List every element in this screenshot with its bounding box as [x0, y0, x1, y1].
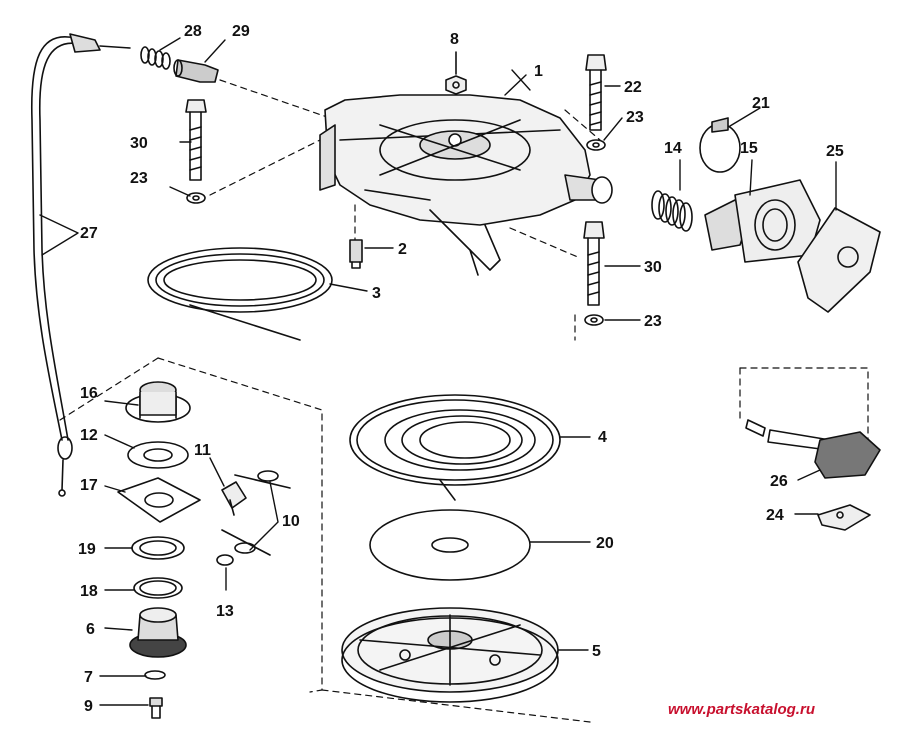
part-9-screw [149, 697, 163, 719]
part-3-rope [147, 247, 333, 341]
callout-9: 9 [84, 698, 93, 715]
part-27-cable [30, 33, 131, 497]
part-24-anchor [817, 504, 871, 531]
callout-5: 5 [592, 643, 601, 660]
part-10-springs [221, 470, 291, 556]
part-23-washer-top-right [586, 139, 606, 151]
leader-lines [39, 37, 837, 706]
callout-25: 25 [826, 143, 844, 160]
callout-29: 29 [232, 23, 250, 40]
part-2-screw [349, 239, 363, 269]
callout-8: 8 [450, 31, 459, 48]
callout-4: 4 [598, 429, 607, 446]
callout-24: 24 [766, 507, 784, 524]
callout-23-top: 23 [626, 109, 644, 126]
callout-7: 7 [84, 669, 93, 686]
part-20-plate [369, 509, 531, 581]
callout-10: 10 [282, 513, 300, 530]
callout-14: 14 [664, 140, 682, 157]
callout-23-upper: 23 [130, 170, 148, 187]
callout-labels: 28 29 8 1 22 21 23 30 14 15 25 23 27 2 3… [78, 23, 844, 718]
callout-11: 11 [194, 442, 211, 459]
part-6-hub [129, 607, 187, 658]
part-23-washer-upper [186, 192, 206, 204]
part-22-bolt [585, 54, 607, 131]
callout-12: 12 [80, 427, 98, 444]
part-4-recoil-spring [349, 394, 561, 501]
part-28-spring [140, 46, 171, 70]
part-25-plate [797, 207, 881, 313]
callout-21: 21 [752, 95, 770, 112]
part-18-o-ring [133, 577, 183, 599]
callout-17: 17 [80, 477, 98, 494]
part-15-boot [704, 179, 821, 263]
part-7-washer [144, 670, 166, 680]
part-16-cap [125, 381, 191, 423]
callout-3: 3 [372, 285, 381, 302]
part-17-gasket [117, 477, 201, 523]
callout-27: 27 [80, 225, 98, 242]
part-30-bolt-upper [185, 99, 207, 181]
callout-26: 26 [770, 473, 788, 490]
callout-6: 6 [86, 621, 95, 638]
part-12-washer [127, 441, 189, 469]
callout-28: 28 [184, 23, 202, 40]
part-14-spring [651, 190, 693, 232]
callout-2: 2 [398, 241, 407, 258]
callout-30-upper: 30 [130, 135, 148, 152]
part-26-handle [745, 419, 881, 479]
callout-16: 16 [80, 385, 98, 402]
part-23-washer-lower [584, 314, 604, 326]
part-21-clamp [699, 117, 741, 173]
callout-1: 1 [534, 63, 543, 80]
part-5-pulley [341, 607, 559, 703]
callout-22: 22 [624, 79, 642, 96]
part-13-clip [216, 554, 234, 566]
part-1-housing [319, 94, 613, 276]
callout-15: 15 [740, 140, 758, 157]
callout-23-lower: 23 [644, 313, 662, 330]
part-11-pawl [221, 481, 247, 516]
callout-13: 13 [216, 603, 234, 620]
watermark: www.partskatalog.ru [668, 701, 815, 718]
part-29-fitting [173, 59, 219, 83]
part-8-nut [445, 51, 467, 95]
callout-19: 19 [78, 541, 96, 558]
callout-20: 20 [596, 535, 614, 552]
assembly-guide-lines [59, 79, 869, 723]
part-30-bolt-lower [583, 221, 605, 306]
part-19-ring [131, 536, 185, 560]
callout-18: 18 [80, 583, 98, 600]
callout-30-lower: 30 [644, 259, 662, 276]
